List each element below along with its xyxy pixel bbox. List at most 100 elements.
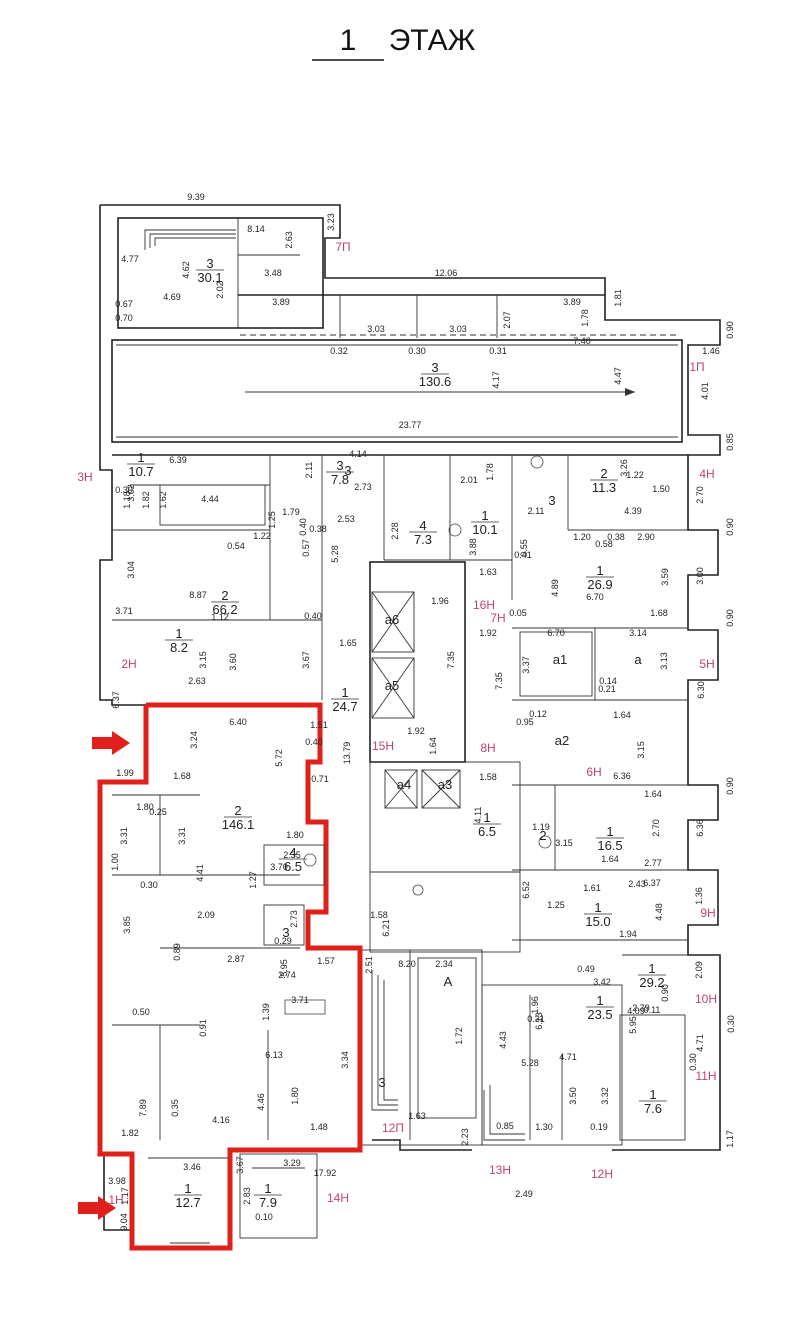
dimension-label: 0.58 [595,539,613,549]
dimension-label: 5.28 [521,1058,539,1068]
dimension-label: 3.32 [600,1087,610,1105]
dimension-label: 23.77 [399,420,422,430]
dimension-label: 3.88 [468,538,478,556]
dimension-label: 3.13 [659,652,669,670]
dimension-label: 3.03 [367,324,385,334]
dimension-label: 3.48 [264,268,282,278]
dimension-label: 5.95 [279,959,289,977]
dimension-label: 3.67 [301,651,311,669]
dimension-label: 2.77 [644,858,662,868]
dimension-label: 1.78 [485,463,495,481]
room-area: 11.3 [592,480,616,495]
room-r-1-6-5: 16.5 [473,810,501,839]
dimension-label: 9.04 [119,1213,129,1231]
room-number: 1 [594,900,601,915]
dimension-label: 3.15 [555,838,573,848]
dimension-label: 0.30 [408,346,426,356]
dimension-label: 3.31 [177,827,187,845]
dimension-label: 4.14 [349,449,367,459]
dimension-label: 1.68 [173,771,191,781]
dimension-label: 6.36 [613,771,631,781]
entrance-label: 9Н [700,906,715,920]
dimension-label: 2.01 [460,475,478,485]
dimension-label: 1.30 [535,1122,553,1132]
dimension-label: 0.11 [644,1005,661,1015]
room-tag: а5 [385,678,399,693]
room-number: 3 [206,256,213,271]
dimension-label: 1.19 [532,822,550,832]
dimension-label: 0.41 [514,550,532,560]
dimension-label: 4.62 [181,261,191,279]
room-tag: 3 [378,1075,385,1090]
dimension-label: 0.19 [590,1122,608,1132]
room-r-3-7-8: 37.8 [326,458,354,487]
highlight-outline [97,702,363,1251]
dimension-label: 0.40 [305,737,323,747]
room-number: 1 [137,450,144,465]
room-tag: а2 [555,733,569,748]
dimension-label: 2.53 [337,514,355,524]
dimension-label: 4.44 [201,494,219,504]
dimension-label: 8.87 [189,590,207,600]
dimension-label: 3.42 [593,977,611,987]
dimension-label: 2.63 [188,676,206,686]
entrance-label: 3Н [77,470,92,484]
dimension-label: 3.71 [291,995,309,1005]
room-area: 7.8 [331,472,349,487]
dimension-label: 4.39 [624,506,642,516]
entrance-label: 14Н [327,1191,349,1205]
room-r-1-7-6: 17.6 [639,1087,667,1116]
dimension-label: 0.90 [725,777,735,795]
arrow-lower [78,1196,116,1220]
dimension-label: 0.67 [115,299,133,309]
dimension-label: 4.71 [695,1034,705,1052]
entrance-label: 2Н [121,657,136,671]
dimension-label: 2.09 [197,910,215,920]
room-r-1-23-5: 123.5 [586,993,614,1022]
dimension-label: 6.37 [111,691,121,709]
room-r-2-66-2: 266.2 [211,588,239,617]
dimension-label: 5.95 [628,1016,638,1034]
dimension-label: 0.38 [309,524,327,534]
room-r-1-16-5: 116.5 [596,824,624,853]
dimension-label: 2.34 [435,959,453,969]
room-tag: А [444,974,453,989]
room-number: 1 [264,1181,271,1196]
dimension-label: 7.35 [494,672,504,690]
dimension-label: 1.17 [120,1187,130,1205]
dimension-label: 1.82 [121,1128,139,1138]
dimension-label: 6.21 [381,919,391,937]
dimension-label: 1.51 [310,720,328,730]
room-r-3-30: 330.1 [196,256,224,285]
room-area: 26.9 [587,577,612,592]
room-tag: 3 [344,463,351,478]
dimension-label: 4.77 [121,254,139,264]
dimension-label: 1.00 [110,853,120,871]
dimension-label: 2.07 [502,311,512,329]
dimension-label: 5.28 [330,545,340,563]
dimension-label: 1.64 [601,854,619,864]
room-area: 10.7 [128,464,153,479]
dimension-label: 0.57 [301,539,311,557]
dimension-label: 2.11 [528,506,545,516]
dimension-label: 1.61 [583,883,601,893]
dimension-label: 0.90 [725,609,735,627]
room-number: 1 [184,1181,191,1196]
entrance-label: 1Н [108,1193,123,1207]
dimension-label: 3.59 [660,568,670,586]
room-tag: а [634,652,642,667]
dimension-label: 3.37 [521,656,531,674]
room-number: 3 [431,360,438,375]
dimension-label: 7.35 [446,651,456,669]
dimension-label: 1.63 [479,567,497,577]
room-area: 24.7 [332,699,357,714]
entrance-label: 4Н [699,467,714,481]
dimension-label: 1.63 [408,1111,426,1121]
dimension-label: 2.09 [694,961,704,979]
room-r-1-8-2: 18.2 [165,626,193,655]
dimension-label: 7.40 [573,336,591,346]
dimension-label: 3.67 [235,1156,245,1174]
